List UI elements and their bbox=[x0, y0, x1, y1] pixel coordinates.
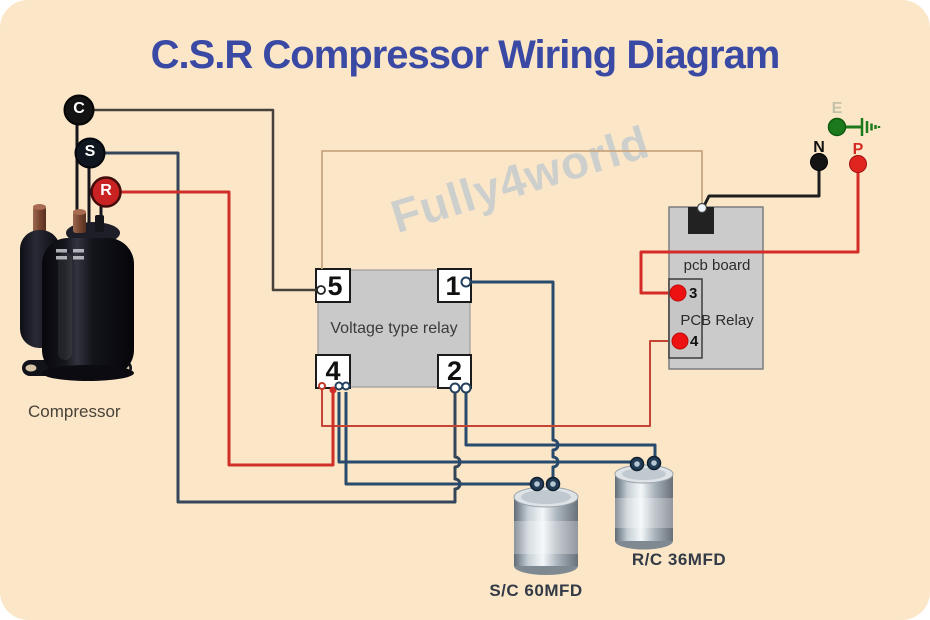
pcb-terminal-3-point bbox=[669, 284, 687, 302]
relay-terminal-1-label: 1 bbox=[445, 271, 461, 301]
wires bbox=[93, 108, 860, 504]
wire-relay1-to-start-cap bbox=[471, 280, 560, 478]
pcb-board-label: pcb board bbox=[683, 257, 751, 274]
compressor-post-small bbox=[95, 215, 104, 232]
compressor-post-copper bbox=[73, 211, 86, 233]
run-capacitor-illustration bbox=[614, 463, 674, 550]
run-cap-body bbox=[615, 474, 673, 541]
page-title: C.S.R Compressor Wiring Diagram bbox=[150, 33, 781, 77]
start-cap-top-inner bbox=[521, 490, 571, 504]
compressor-terminals bbox=[63, 94, 122, 208]
relay2-terminal-point-b bbox=[460, 382, 472, 394]
compressor-illustration bbox=[20, 122, 134, 381]
neutral-terminal-point bbox=[810, 153, 828, 171]
wire-run-r-to-relay4 bbox=[120, 190, 335, 467]
neutral-label: N bbox=[813, 139, 825, 156]
run-cap-top-inner bbox=[622, 468, 666, 480]
relay-name-label: Voltage type relay bbox=[330, 320, 458, 337]
connection-points bbox=[316, 202, 708, 492]
pcb-relay-label: PCB Relay bbox=[680, 312, 754, 329]
relay4-terminal-point-navy-b bbox=[341, 381, 351, 391]
pcb-terminal-4-label: 4 bbox=[690, 333, 699, 350]
earth-ground-icon bbox=[846, 118, 881, 136]
start-cap-band bbox=[514, 521, 578, 554]
relay4-terminal-point-red-a bbox=[318, 382, 326, 390]
compressor-vents bbox=[56, 249, 84, 260]
wire-relay4-to-run-cap bbox=[337, 392, 633, 464]
pcb-terminal-4-point bbox=[671, 332, 689, 350]
terminal-s-label: S bbox=[84, 143, 96, 160]
terminal-r-label: R bbox=[100, 182, 112, 199]
start-cap-body bbox=[514, 497, 578, 566]
relay5-terminal-point bbox=[316, 285, 326, 295]
run-cap-band bbox=[615, 498, 673, 528]
relay-terminal-5-label: 5 bbox=[327, 271, 343, 301]
compressor-post-top bbox=[73, 209, 86, 215]
compressor-sheen bbox=[58, 252, 72, 360]
relay-terminal-2-label: 2 bbox=[446, 356, 463, 386]
earth-label: E bbox=[831, 100, 843, 117]
wire-relay4-to-pcb4 bbox=[321, 340, 668, 427]
earth-terminal-point bbox=[827, 117, 847, 137]
pcb-terminal-3-label: 3 bbox=[689, 285, 698, 302]
wire-relay2-to-run-cap bbox=[464, 392, 657, 458]
relay2-terminal-point-a bbox=[449, 382, 461, 394]
compressor-label: Compressor bbox=[28, 402, 121, 421]
wire-phase-to-pcb3 bbox=[639, 172, 860, 295]
power-terminals bbox=[810, 117, 881, 173]
relay1-terminal-point bbox=[460, 276, 472, 288]
accumulator-tube bbox=[33, 206, 46, 234]
wire-neutral-to-pcb bbox=[702, 170, 821, 207]
wire-relay5-to-pcb bbox=[321, 150, 703, 269]
phase-terminal-point bbox=[849, 155, 867, 173]
relay4-terminal-point-red-b bbox=[329, 386, 337, 394]
wire-start-s-to-relay2 bbox=[104, 151, 462, 504]
start-capacitor-label: S/C 60MFD bbox=[489, 581, 583, 600]
start-capacitor-illustration bbox=[513, 486, 579, 575]
accumulator-tube-top bbox=[33, 204, 46, 210]
pcb-junction-point bbox=[696, 202, 708, 214]
terminal-s-circle bbox=[74, 137, 106, 169]
capacitor-terminal-points bbox=[529, 455, 662, 492]
wire-relay4-to-start-cap bbox=[344, 392, 532, 486]
compressor-base bbox=[42, 365, 134, 381]
terminal-c-circle bbox=[63, 94, 95, 126]
compressor-body bbox=[42, 238, 134, 376]
phase-label: P bbox=[852, 141, 864, 158]
wire-common-c-to-relay5 bbox=[93, 108, 317, 292]
relay-terminal-4-label: 4 bbox=[325, 356, 341, 386]
terminal-c-label: C bbox=[73, 100, 85, 117]
run-capacitor-label: R/C 36MFD bbox=[631, 550, 727, 569]
terminal-r-circle bbox=[90, 176, 122, 208]
foot-hole-left bbox=[25, 364, 37, 372]
